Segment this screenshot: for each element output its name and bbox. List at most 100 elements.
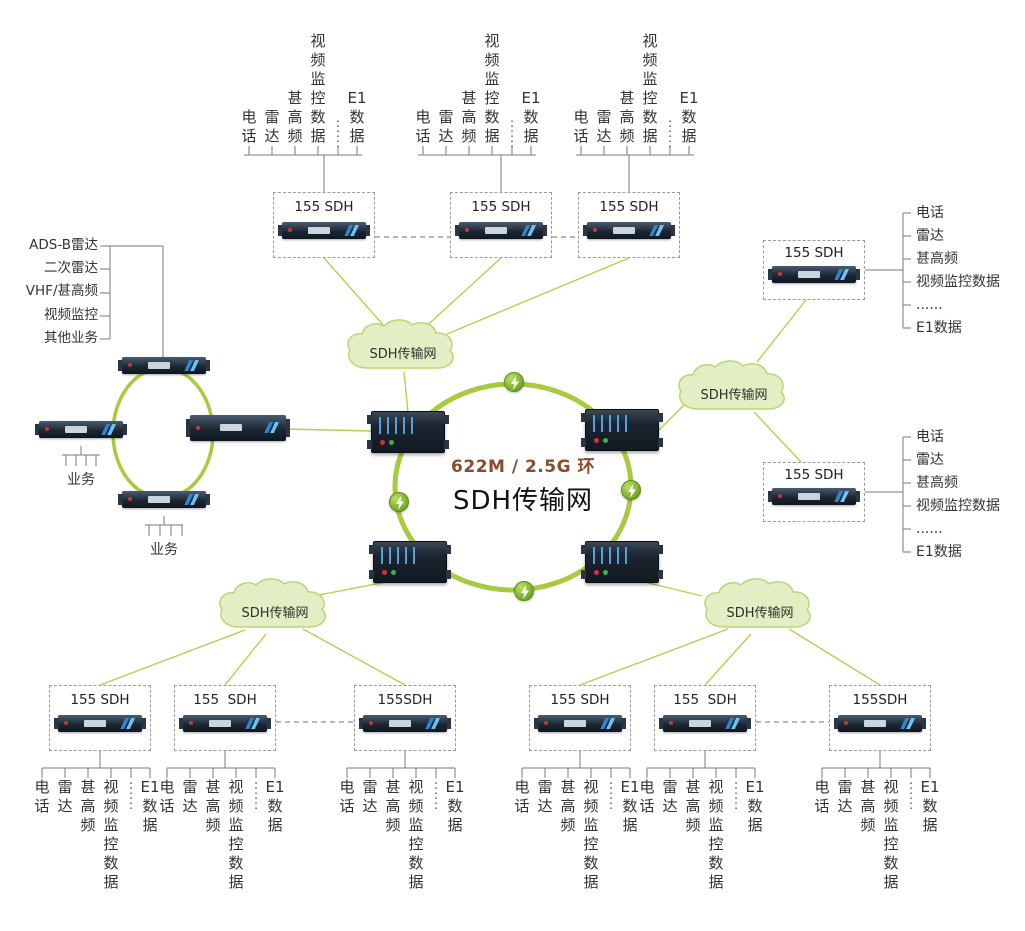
ring-name: SDH传输网 [452,486,594,516]
channel-label: 甚高频 [685,778,701,834]
channel-label: ...... [916,521,943,537]
led-icon [189,721,193,725]
brand-swoosh-icon [343,225,359,236]
led-icon [128,497,132,501]
channel-label: 视频监控数据 [408,778,424,891]
channel-label: 视频监控数据 [484,32,500,145]
device-display [798,493,820,500]
led-icon [669,721,673,725]
channel-label: 电话 [159,778,175,815]
node-label: 155 SDH [599,199,659,215]
cloud-right: SDH传输网 [669,359,799,421]
channel-label: 甚高频 [461,89,477,145]
channel-label: 雷达 [57,778,73,815]
led-icon [778,494,782,498]
ring-node-device-west [367,411,449,453]
device-display [84,720,106,727]
lightning-badge [389,492,409,512]
channel-label: 视频监控数据 [916,274,1000,290]
channel-label: 电话 [639,778,655,815]
brand-swoosh-icon [119,718,135,729]
led-icon [844,721,848,725]
channel-label: 甚高频 [619,89,635,145]
brand-swoosh-icon [183,360,199,371]
sdh-node-right-1: 155 SDH [763,240,865,300]
cloud-bottom-right: SDH传输网 [695,577,825,639]
led-icon [288,228,292,232]
channel-label: 甚高频 [80,778,96,834]
channel-label: ...... [916,297,943,313]
lightning-badge [504,372,524,392]
channel-label: 电话 [916,205,944,221]
sdh-device [179,715,271,732]
led-icon [593,228,597,232]
channel-label: 电话 [241,108,257,145]
cloud-icon [219,578,326,628]
lightning-icon [511,376,519,390]
device-display [864,720,886,727]
access-device-west [35,421,127,438]
brand-swoosh-icon [183,494,199,505]
ring-node-device-east [581,409,663,451]
channel-label: 视频监控数据 [583,778,599,891]
cable-stripes-icon [593,415,629,432]
device-display [485,227,507,234]
channel-label: 雷达 [537,778,553,815]
device-display [148,362,170,369]
node-label: 155 SDH [193,692,257,708]
brand-swoosh-icon [899,718,915,729]
sdh-device [455,222,547,239]
sdh-device [534,715,626,732]
sdh-node-top-2: 155 SDH [450,192,552,258]
channel-label: 电话 [34,778,50,815]
label-bracket-lines [41,146,931,778]
device-display [689,720,711,727]
brand-swoosh-icon [724,718,740,729]
node-label: 155 SDH [784,245,844,261]
cloud-icon [678,360,785,410]
sdh-device [359,715,451,732]
service-label: 二次雷达 [44,260,98,277]
device-display [308,227,330,234]
channel-label: 视频监控数据 [310,32,326,145]
channel-label: ...... [668,111,672,150]
service-port-label: 业务 [150,542,178,558]
cable-stripes-icon [379,417,415,434]
lightning-icon [396,496,404,510]
cloud-label: SDH传输网 [700,387,768,403]
channel-label: 视频监控数据 [883,778,899,891]
device-display [209,720,231,727]
service-label: VHF/甚高频 [25,283,98,300]
brand-swoosh-icon [833,269,849,280]
sdh-node-bottom-5: 155 SDH [654,685,756,751]
node-label: 155 SDH [784,467,844,483]
channel-label: ...... [609,773,613,812]
led-icon [64,721,68,725]
channel-label: 甚高频 [385,778,401,834]
channel-labels-right-2: 电话 雷达 甚高频 视频监控数据 ...... E1数据 [916,426,1025,564]
sdh-node-top-3: 155 SDH [578,192,680,258]
channel-label: 雷达 [362,778,378,815]
channel-label: 甚高频 [916,475,958,491]
access-device-north [118,357,210,374]
sdh-node-right-2: 155 SDH [763,462,865,522]
sdh-device [583,222,675,239]
node-label: 155 SDH [70,692,130,708]
channel-label: 电话 [415,108,431,145]
channel-label: 雷达 [916,228,944,244]
led-icon [380,440,385,445]
device-display [564,720,586,727]
channel-label: 电话 [916,429,944,445]
sdh-node-bottom-6: 155SDH [829,685,931,751]
channel-label: 甚高频 [205,778,221,834]
service-label: 视频监控 [44,306,98,323]
led-icon [369,721,373,725]
